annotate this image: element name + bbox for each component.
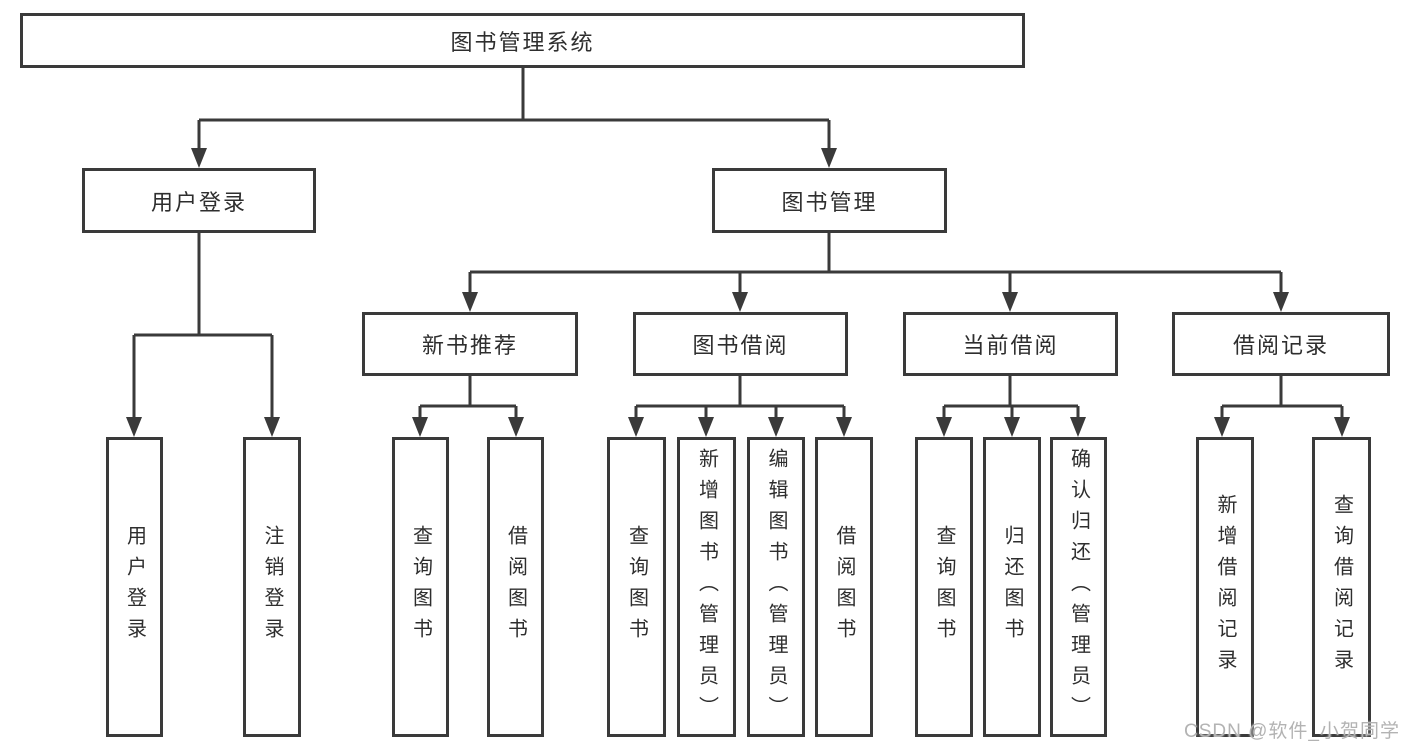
arrow-down-icon (821, 148, 837, 168)
arrow-down-icon (191, 148, 207, 168)
arrow-down-icon (412, 417, 428, 437)
arrow-down-icon (264, 417, 280, 437)
arrow-down-icon (1070, 417, 1086, 437)
node-leaf-logout: 注销登录 (243, 437, 301, 737)
arrow-down-icon (936, 417, 952, 437)
node-book-management: 图书管理 (712, 168, 947, 233)
arrow-down-icon (1334, 417, 1350, 437)
node-leaf-add-books-admin: 新增图书（管理员） (677, 437, 736, 737)
node-leaf-user-login: 用户登录 (106, 437, 163, 737)
node-leaf-recommend-query-books: 查询图书 (392, 437, 449, 737)
node-new-book-recommend: 新书推荐 (362, 312, 578, 376)
node-leaf-borrowing-borrow-books: 借阅图书 (815, 437, 873, 737)
arrow-down-icon (836, 417, 852, 437)
node-current-borrowing: 当前借阅 (903, 312, 1118, 376)
arrow-down-icon (508, 417, 524, 437)
csdn-watermark: CSDN @软件_小贺同学 (1184, 721, 1400, 742)
node-leaf-confirm-return-admin: 确认归还（管理员） (1050, 437, 1107, 737)
node-leaf-query-borrow-record: 查询借阅记录 (1312, 437, 1371, 737)
arrow-down-icon (1214, 417, 1230, 437)
arrow-down-icon (698, 417, 714, 437)
node-leaf-add-borrow-record: 新增借阅记录 (1196, 437, 1254, 737)
arrow-down-icon (628, 417, 644, 437)
arrow-down-icon (768, 417, 784, 437)
node-leaf-edit-books-admin: 编辑图书（管理员） (747, 437, 805, 737)
tree-edges (132, 68, 1344, 420)
node-book-borrowing: 图书借阅 (633, 312, 848, 376)
arrow-down-icon (1273, 292, 1289, 312)
arrow-down-icon (1004, 417, 1020, 437)
node-leaf-borrowing-query-books: 查询图书 (607, 437, 666, 737)
edge-lines (132, 68, 1344, 420)
node-leaf-current-query-books: 查询图书 (915, 437, 973, 737)
node-library-management-system: 图书管理系统 (20, 13, 1025, 68)
node-leaf-recommend-borrow-books: 借阅图书 (487, 437, 544, 737)
node-user-login: 用户登录 (82, 168, 316, 233)
arrow-down-icon (126, 417, 142, 437)
node-leaf-return-books: 归还图书 (983, 437, 1041, 737)
arrowhead-icons (126, 148, 1350, 437)
arrow-down-icon (462, 292, 478, 312)
node-borrowing-records: 借阅记录 (1172, 312, 1390, 376)
arrow-down-icon (732, 292, 748, 312)
arrow-down-icon (1002, 292, 1018, 312)
